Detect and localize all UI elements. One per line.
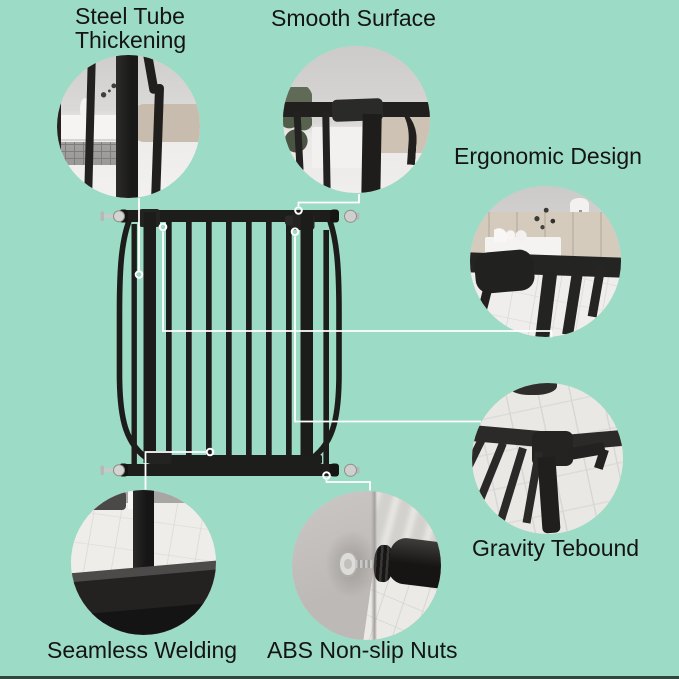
handle-post	[300, 213, 313, 463]
detail-photo-abs-nuts	[292, 491, 441, 640]
pressure-screws	[100, 209, 360, 477]
callout-connectors	[134, 194, 553, 491]
door-bottom-rail	[150, 455, 322, 464]
threaded-shaft	[354, 560, 379, 568]
connector-dot-abs-nuts	[322, 471, 331, 480]
callout-label-ergonomic-design: Ergonomic Design	[454, 143, 642, 169]
welded-tube	[133, 490, 154, 577]
callout-label-smooth-surface: Smooth Surface	[271, 5, 436, 31]
detail-photo-smooth-surface	[283, 46, 430, 193]
connector-dot-steel-tube	[134, 270, 144, 279]
tube-thick	[115, 55, 138, 198]
gate-door	[139, 209, 322, 464]
detail-photo-seamless-welding	[71, 490, 216, 635]
tube-edge-sliver	[57, 95, 62, 167]
top-rail-cap-right	[330, 209, 339, 223]
dark-object	[508, 383, 557, 396]
top-rail	[119, 210, 339, 222]
vases-shape	[494, 223, 528, 242]
gate-bar	[206, 222, 212, 456]
label-line: Thickening	[75, 26, 187, 53]
connector-line-gravity	[294, 236, 481, 423]
flange-center	[344, 558, 352, 570]
bottom-rail-cap-right	[330, 463, 339, 477]
gate-bar	[186, 222, 192, 456]
latch-lever	[285, 215, 293, 226]
pressure-screw-top-left	[100, 210, 125, 223]
frame-tube-right	[323, 230, 329, 465]
bottom-rail	[119, 464, 339, 476]
hinge-bracket-bottom	[147, 451, 172, 464]
connector-dot-gravity	[290, 227, 300, 236]
image-bottom-edge	[0, 676, 679, 679]
detail-photo-gravity-tebound	[472, 383, 623, 534]
callout-label-gravity-tebound: Gravity Tebound	[472, 535, 640, 561]
couch-shape	[374, 109, 430, 154]
lamp-shade	[569, 198, 590, 212]
dark-object	[82, 491, 127, 511]
connector-line-ergonomic	[162, 231, 553, 338]
gate-bar	[286, 222, 292, 456]
pressure-screw-bottom-right	[343, 463, 360, 477]
vase-shape	[79, 97, 90, 120]
callout-label-steel-tube-thickening: Steel Tube Thickening	[75, 3, 187, 53]
detail-photo-ergonomic-design	[470, 186, 621, 337]
connector-dot-smooth-surface	[294, 206, 303, 215]
label-line: Steel Tube	[75, 3, 185, 29]
connector-line-seamless	[144, 451, 206, 490]
plant-sprigs	[524, 199, 561, 235]
pressure-screw-top-right	[343, 209, 360, 223]
detail-photo-steel-tube-thickening	[57, 55, 200, 198]
gate-bar	[166, 222, 172, 456]
connector-line-smooth-surface	[297, 194, 360, 206]
gate-frame	[116, 209, 342, 477]
connector-dot-ergonomic	[158, 222, 168, 232]
gate-bar	[266, 222, 272, 456]
couch-shape	[134, 103, 200, 143]
connector-line-abs-nuts	[325, 480, 371, 491]
rug-shape	[57, 142, 132, 166]
hinge-post	[143, 212, 156, 463]
gate-bar	[246, 222, 252, 456]
connector-dot-seamless	[205, 447, 215, 457]
frame-tube-left	[131, 224, 137, 465]
callout-label-abs-non-slip-nuts: ABS Non-slip Nuts	[267, 637, 458, 663]
callout-label-seamless-welding: Seamless Welding	[47, 637, 238, 663]
gate-bar	[226, 222, 232, 456]
pressure-screw-bottom-left	[100, 464, 125, 477]
